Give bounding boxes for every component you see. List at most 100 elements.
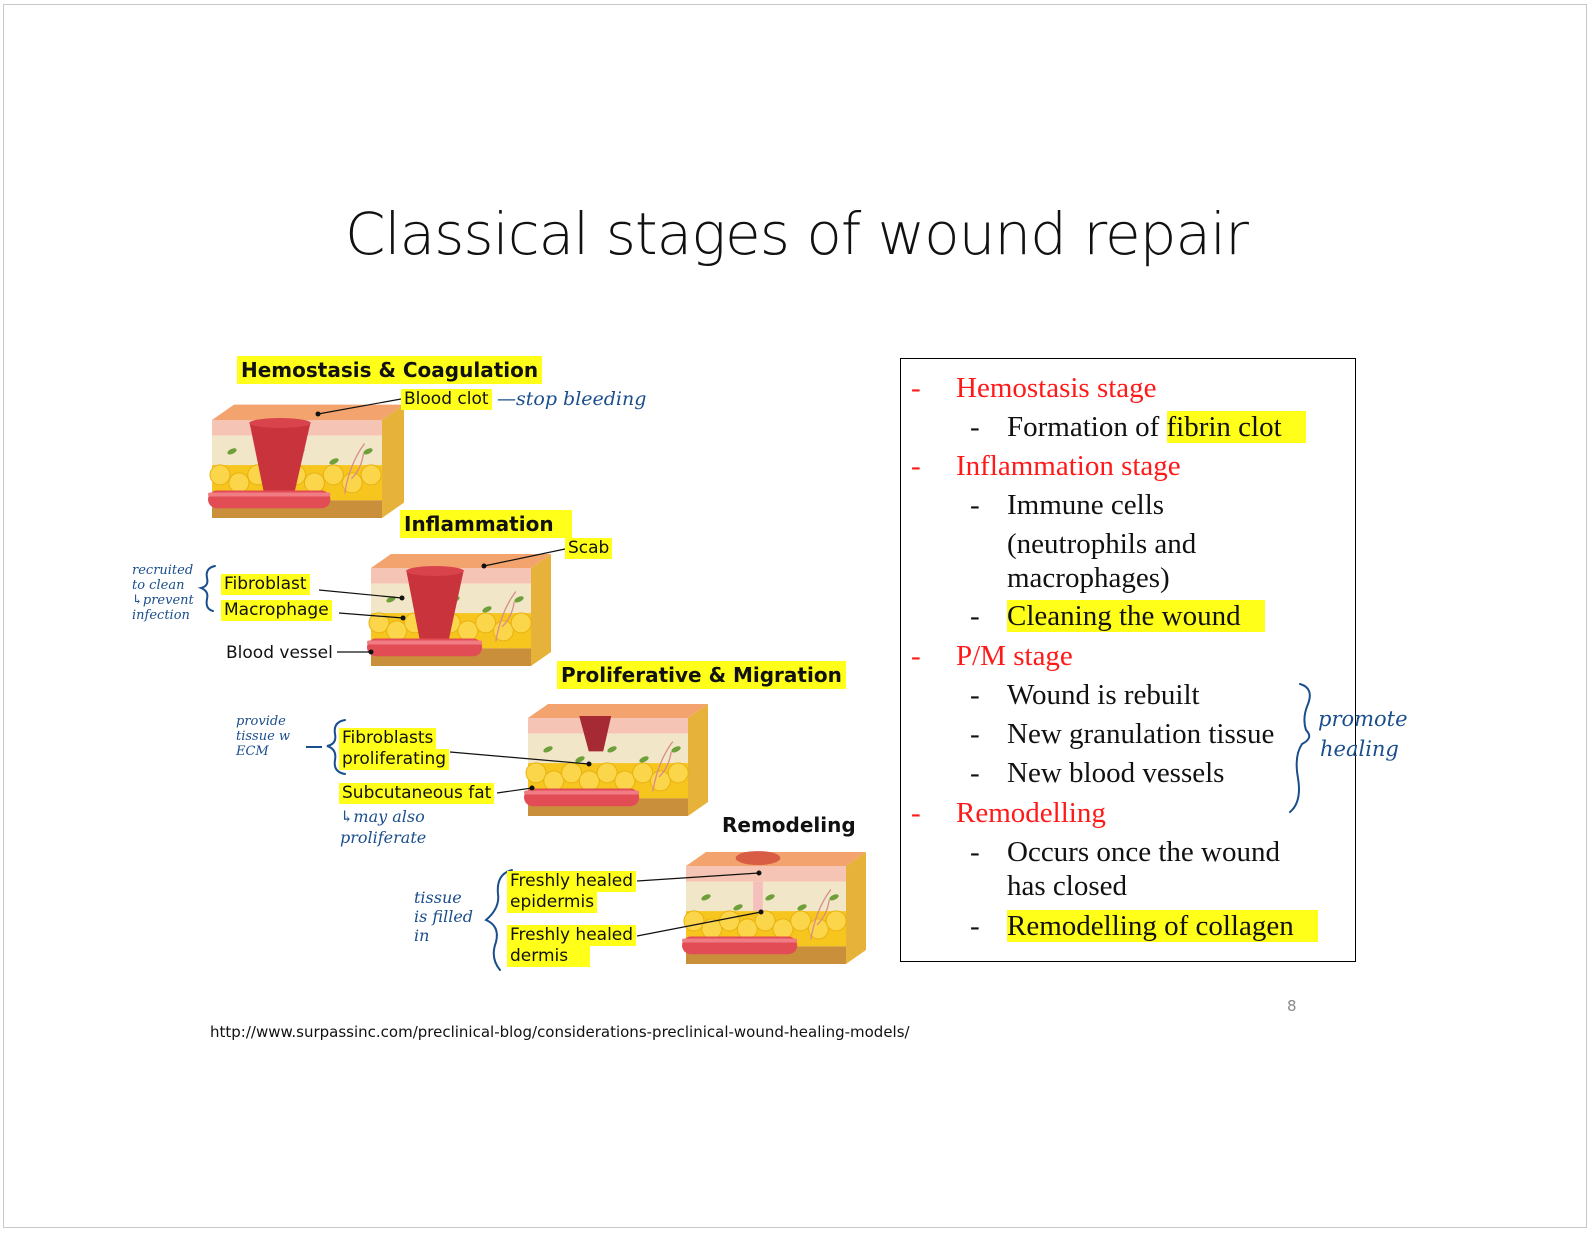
leader-dot	[368, 649, 374, 655]
stage-4-dermis	[686, 881, 846, 912]
stage-4-fat-cell	[754, 910, 776, 932]
stage-4-fibroblast-cell	[797, 904, 807, 911]
leader-line	[636, 911, 762, 937]
leader-dot	[756, 870, 762, 876]
highlighted-text: fibrin clot	[1166, 411, 1306, 443]
leader-dot	[758, 909, 764, 915]
stage-4-vessel-highlight	[682, 938, 798, 943]
label-blood-vessel: Blood vessel	[226, 643, 333, 663]
annotation-line: to clean	[132, 578, 185, 593]
leader-line	[483, 548, 566, 567]
stage-4-side-face	[846, 852, 866, 964]
bullet-dash: -	[970, 679, 980, 711]
annotation-stop-bleeding: —stop bleeding	[497, 388, 647, 410]
stage-1-vessel-highlight	[208, 492, 331, 497]
leader-dot	[481, 563, 487, 569]
stage-2-fat-cell	[475, 612, 497, 634]
handwritten-brace	[326, 719, 346, 775]
stage-2-capillary	[495, 591, 517, 642]
summary-text: P/M stage	[956, 640, 1073, 672]
stage-4-healed-scar	[735, 851, 781, 865]
stage-3-skin-surface	[528, 704, 708, 718]
stage-1-capillary	[343, 443, 366, 494]
summary-text: New blood vessels	[1007, 757, 1225, 789]
summary-text: Wound is rebuilt	[1007, 679, 1200, 711]
summary-text: Remodelling	[956, 797, 1106, 829]
stage-1-skin-surface	[212, 404, 404, 420]
leader-dot	[400, 615, 406, 621]
stage-3-capillary	[652, 741, 674, 792]
stage-2-vessel-highlight	[367, 640, 483, 645]
stage-1-fat-cell	[209, 464, 231, 486]
stage-4-fat-cell	[790, 910, 812, 932]
stage-2-fibroblast-cell	[514, 596, 524, 603]
annotation-line: provide	[236, 714, 286, 729]
annotation-line: tissue	[414, 888, 462, 907]
stage-1-clot-top	[249, 418, 311, 428]
stage-3-vessel-highlight	[524, 790, 640, 795]
source-url[interactable]: http://www.surpassinc.com/preclinical-bl…	[210, 1023, 910, 1041]
stage-1-fibroblast-cell	[227, 448, 237, 455]
annotation-line: proliferate	[340, 828, 427, 847]
bullet-dash: -	[970, 836, 980, 868]
stage-3-fibroblast-cell	[607, 746, 617, 753]
annotation-recruited: recruited to clean ↳prevent infection	[132, 563, 194, 623]
bullet-dash: -	[970, 600, 980, 632]
stage-1-fibroblast-cell	[329, 458, 339, 465]
stage-2-fat-cell	[492, 620, 514, 642]
annotation-provide-tissue: provide tissue w ECM	[236, 714, 290, 759]
label-subcutaneous-fat: Subcutaneous fat	[339, 783, 495, 804]
annotation-tissue-filled: tissue is filled in	[414, 888, 473, 945]
stage-heading-hemostasis: Hemostasis & Coagulation	[237, 356, 543, 384]
bullet-dash: -	[911, 450, 921, 482]
leader-dot	[529, 785, 535, 791]
leader-dot	[315, 411, 321, 417]
stage-3-scab	[579, 716, 612, 752]
stage-4-fat-cell	[736, 918, 758, 940]
stage-4-capillary	[810, 889, 832, 940]
stage-3-fat-cell	[649, 770, 671, 792]
annotation-may-also-proliferate: ↳may also proliferate	[340, 806, 426, 848]
stage-4-healed-dermis	[753, 881, 763, 912]
label-freshly-healed-dermis-2: dermis	[507, 946, 591, 967]
summary-text: Hemostasis stage	[956, 372, 1157, 404]
highlighted-text: Remodelling of collagen	[1007, 910, 1318, 942]
annotation-line: healing	[1320, 737, 1399, 761]
stage-3-fat-cell	[667, 762, 689, 784]
label-blood-clot: Blood clot	[401, 389, 492, 410]
stage-1-blood-clot	[249, 422, 311, 497]
summary-text: Cleaning the wound	[1007, 599, 1265, 633]
annotation-line: ECM	[236, 744, 269, 759]
annotation-line: is filled	[414, 907, 474, 926]
stage-heading-inflammation: Inflammation	[400, 510, 572, 538]
summary-text: Formation of fibrin clot	[1007, 410, 1306, 444]
stage-1-fat-cell	[341, 472, 363, 494]
stage-4-fibroblast-cell	[765, 894, 775, 901]
stage-3-fat-cell	[632, 762, 654, 784]
stage-2-fat-cell	[386, 620, 408, 642]
bullet-dash: -	[970, 757, 980, 789]
stage-3-fibroblast-cell	[575, 756, 585, 763]
stage-4-fibroblast-cell	[701, 894, 711, 901]
stage-1-fat-cell	[228, 472, 250, 494]
leader-line	[496, 787, 533, 794]
stage-4-fibroblast-cell	[733, 904, 743, 911]
leader-dot	[586, 761, 592, 767]
stage-2-fibroblast-cell	[482, 606, 492, 613]
summary-text: Immune cells	[1007, 489, 1165, 521]
stage-2-fat-cell	[510, 612, 532, 634]
stage-3-fibroblast-cell	[543, 746, 553, 753]
page-number: 8	[1287, 997, 1297, 1015]
label-fibroblast: Fibroblast	[221, 574, 310, 595]
handwritten-brace	[484, 869, 513, 971]
stage-4-epidermis	[686, 866, 846, 882]
annotation-promote-healing: promote healing	[1318, 704, 1408, 764]
leader-line	[338, 612, 404, 619]
stage-4-fat-cell	[825, 910, 847, 932]
annotation-line: promote	[1318, 707, 1408, 731]
summary-text: Inflammation stage	[956, 450, 1181, 482]
summary-text: Remodelling of collagen	[1007, 909, 1318, 943]
bullet-dash: -	[911, 372, 921, 404]
annotation-line: tissue w	[236, 729, 291, 744]
